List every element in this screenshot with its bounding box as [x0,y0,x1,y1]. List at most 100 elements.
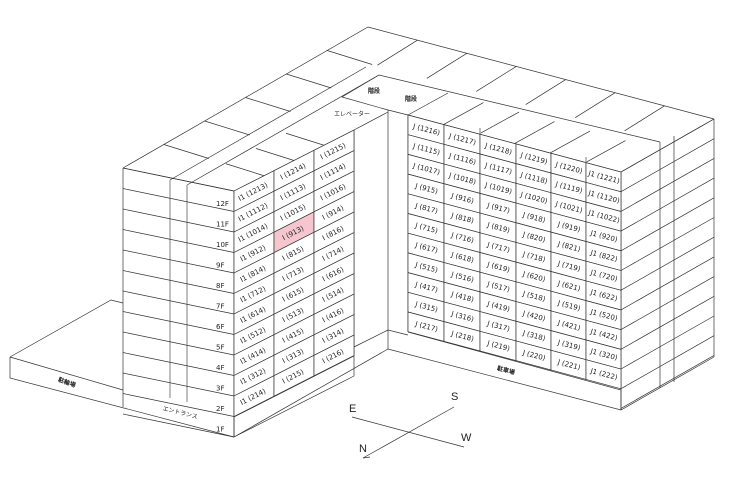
compass-south: S [451,391,458,403]
floor-line [620,256,715,311]
floor-line [122,372,235,397]
roof-divider [204,120,250,136]
entrance-label: エントランス [162,405,199,420]
floor-line [122,352,235,376]
floor-line [122,270,235,294]
floor-line [122,229,235,253]
floor-line [620,177,715,232]
compass-north: N [359,443,367,455]
floor-line [122,188,235,212]
unit-cell[interactable]: I (514) [313,272,355,315]
floor-line [620,197,715,252]
unit-cell[interactable]: I (816) [313,211,355,254]
unit-cell[interactable]: I (616) [313,252,355,295]
roof-divider [478,111,520,135]
roof-divider [443,102,484,125]
stairs-label-2: 階段 [405,95,417,103]
roof-divider [525,79,566,105]
roof-divider [426,52,468,79]
floor-label: 9F [216,262,224,270]
floor-line [620,158,715,212]
bike-area-edge [9,299,124,358]
outline-edge [233,375,355,438]
roof-divider [225,163,265,177]
floor-line [122,393,235,417]
floor-line [122,249,235,274]
unit-cell[interactable]: I1 (814) [233,252,275,295]
floor-line [620,118,715,173]
floor-line [122,167,235,192]
floor-line [620,355,715,409]
compass: E S W N [349,391,472,459]
roof-divider [286,73,332,89]
compass-east: E [349,403,356,415]
outline-edge [387,109,409,116]
floor-label: 11F [216,221,229,229]
floor-label: 10F [216,241,229,249]
unit-shape [313,334,355,377]
roof-stair-edge [341,74,389,111]
floor-line [620,276,715,330]
floor-line [122,290,235,315]
floor-line [620,236,715,291]
roof-divider [574,92,616,119]
floor-line [122,311,235,335]
roof-divider [245,97,291,112]
unit-cell[interactable]: I (1113) [273,170,315,213]
unit-cell[interactable]: J (219) [479,330,517,362]
compass-west: W [461,432,472,444]
roof-divider [327,50,373,65]
unit-cell[interactable]: J (217) [407,311,445,342]
floor-label: 6F [216,323,224,331]
floor-line [122,413,235,438]
floor-label: 7F [216,303,224,311]
unit-cell[interactable]: I1 (414) [233,334,275,377]
floor-label: 2F [216,405,224,413]
unit-cell[interactable]: I1 (214) [233,375,275,418]
unit-cell[interactable]: I (1215) [313,129,355,172]
bike-area-edge [9,357,235,438]
floor-line [620,315,715,370]
floor-line [620,138,715,193]
floor-label: 8F [216,282,224,290]
stairs-label-1: 階段 [368,87,380,95]
elevator-label: エレベーター [334,110,370,118]
unit-shape [585,359,622,390]
roof-divider [514,121,555,144]
floor-label: 1F [216,426,224,434]
roof-divider [549,130,591,154]
floor-label: 4F [216,364,224,372]
unit-cell[interactable]: I (615) [273,272,315,315]
unit-cell[interactable]: J1 (222) [585,359,622,390]
floor-label: 5F [216,344,224,352]
unit-cell[interactable]: I (215) [273,354,315,397]
unit-cell[interactable]: I (913) [273,211,315,254]
roof-divider [163,144,209,159]
unit-cell[interactable]: I (1214) [273,149,315,192]
unit-cell[interactable]: J (218) [443,321,481,352]
floor-label: 12F [216,200,229,208]
ground-edge [353,329,409,348]
unit-cell[interactable]: I (216) [313,334,355,377]
roof-divider [377,39,418,66]
roof-corridor-edge [169,66,367,181]
floor-line [620,335,715,390]
floor-line [122,331,235,356]
floor-line [122,208,235,233]
unit-cell[interactable]: I (313) [273,334,315,377]
parking-label: 駐車場 [496,364,515,376]
compass-ns-line [362,406,455,459]
roof-divider [476,66,517,92]
unit-cell[interactable]: I (713) [273,252,315,295]
floor-label: 3F [216,385,224,393]
compass-ew-line [351,416,465,448]
outline-edge [233,355,355,418]
unit-cell[interactable]: J (220) [515,340,552,371]
roof-divider [585,140,626,163]
outline-edge [9,356,124,391]
compass-north-arrow-icon [362,456,371,459]
bicycle-parking-label: 駐輪場 [57,376,77,390]
